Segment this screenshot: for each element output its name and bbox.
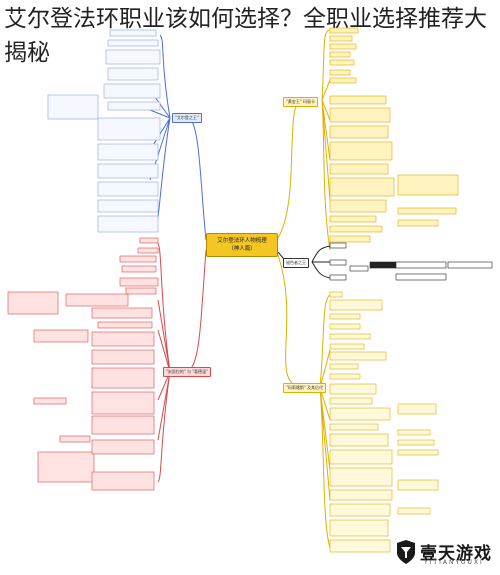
central-node-line2: （神人篇） [228,246,256,252]
fan-br [319,294,331,549]
node-group-bottom-right [329,291,439,553]
watermark-logo-icon [397,540,415,564]
fan-r [311,245,331,279]
branch-top-right: "黄金王" 玛丽卡 [283,97,318,107]
watermark-subtext: YITIANYOUXI [424,559,484,566]
branch-bottom-right: "玛莉喀斯" 及其后代 [283,383,326,393]
connector-bottom-right [277,254,301,389]
fan-tr [321,29,331,251]
connector-top-left [189,117,207,241]
node-group-top-right [329,27,459,243]
node-group-top-left [47,29,161,233]
connector-top-right [277,99,301,239]
node-group-right [329,242,493,281]
branch-left: "米凯拉的" 与 "葛德温" [163,367,211,377]
central-node-line1: 艾尔登法环人物梳理 [217,238,267,244]
connector-left [184,249,207,373]
site-watermark: 壹天游戏 YITIANYOUXI [394,537,494,569]
node-group-left [7,237,159,491]
watermark-text: 壹天游戏 [420,544,492,564]
branch-right: 褪色者之王 [283,258,309,268]
fan-l [157,242,171,483]
central-node: 艾尔登法环人物梳理 （神人篇） [206,233,278,257]
article-title: 艾尔登法环职业该如何选择？全职业选择推荐大揭秘 [4,6,487,66]
connector-lines [149,29,331,549]
branch-top-left: "艾尔登之王" [172,113,202,123]
